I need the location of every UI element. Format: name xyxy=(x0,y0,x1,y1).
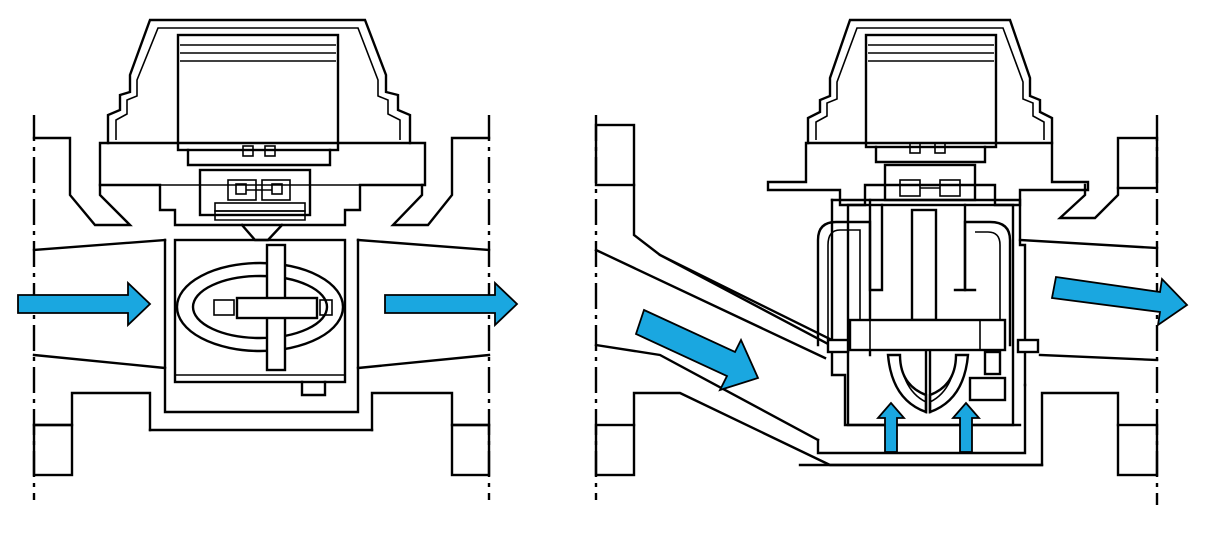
left-inlet-flange xyxy=(32,136,133,227)
right-right-rib xyxy=(963,220,1012,347)
right-outlet-flange-bolt-top xyxy=(1116,136,1159,190)
right-upflow-arrow-right xyxy=(951,401,981,453)
right-outlet-pipe-top xyxy=(1018,238,1159,250)
left-register-box xyxy=(176,33,340,152)
left-outlet-flange xyxy=(390,136,491,227)
left-outlet-flow-arrow xyxy=(384,280,519,328)
right-flow-arrows xyxy=(634,275,1189,453)
left-vane xyxy=(235,296,319,320)
right-register-cap-inner xyxy=(815,27,1045,140)
right-side-block xyxy=(968,376,1007,402)
left-outlet-flange-bolt xyxy=(450,423,491,477)
left-register-cap-inner xyxy=(115,27,401,140)
right-inlet-flange-bolt-top xyxy=(594,123,636,187)
horizontal-meter-figure xyxy=(32,18,491,500)
left-inlet-pipe-top xyxy=(32,238,167,252)
right-gear-1 xyxy=(899,179,921,197)
right-outlet-flange-bolt-bottom xyxy=(1116,423,1159,477)
inclined-meter-figure xyxy=(594,18,1159,505)
right-register-cap-outer xyxy=(806,18,1054,145)
right-chamber-body xyxy=(830,198,1027,387)
left-inlet-flow-arrow xyxy=(17,280,152,328)
left-outlet-pipe-bottom xyxy=(356,353,491,370)
right-inlet-pipe-top xyxy=(594,248,827,360)
right-inlet-flow-arrow xyxy=(634,308,760,392)
left-rotary-piston-outer xyxy=(175,261,345,353)
left-flow-arrows xyxy=(17,280,519,328)
right-outlet-flow-arrow xyxy=(1050,275,1189,327)
left-inlet-flange-bolt-top xyxy=(32,423,74,477)
left-inlet-pipe-bottom xyxy=(32,353,167,370)
right-upflow-arrow-left xyxy=(876,401,906,453)
right-gear-2 xyxy=(939,179,961,197)
right-gear-housing xyxy=(883,163,977,202)
right-turbine-rotor-disc xyxy=(848,318,1007,352)
left-register-cap-outer xyxy=(106,18,412,145)
right-outlet-pipe-bottom xyxy=(1038,353,1159,362)
right-inlet-pipe-bottom xyxy=(594,343,820,442)
right-register-box xyxy=(864,33,998,149)
right-left-rib xyxy=(816,220,872,357)
left-rotary-piston-inner xyxy=(191,274,329,340)
right-flange-plate xyxy=(766,141,1090,207)
left-gear-housing xyxy=(198,168,312,217)
right-shaft xyxy=(910,208,938,322)
left-drain-plug xyxy=(300,380,327,397)
right-turbine-housing xyxy=(846,203,1015,427)
right-inlet-flange-bolt-bottom xyxy=(594,423,636,477)
left-outlet-pipe-top xyxy=(356,238,491,252)
